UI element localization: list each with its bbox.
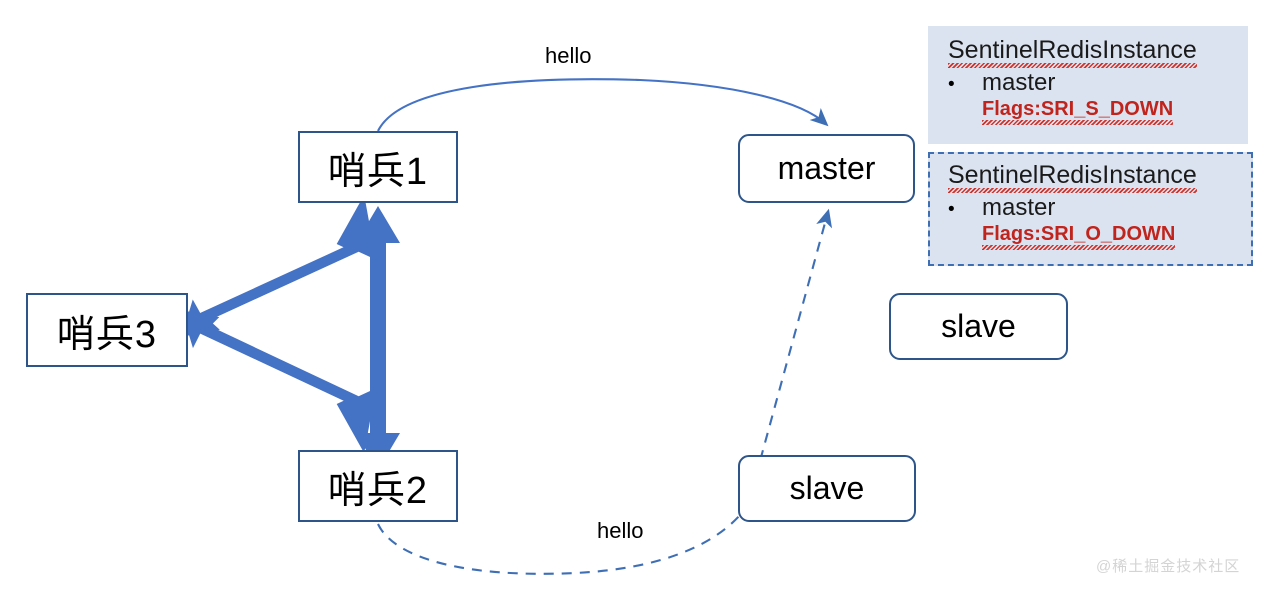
spellcheck-squiggle-icon [948,63,1197,68]
panel-sri-s-down-title: SentinelRedisInstance [930,36,1197,68]
panel-sri-s-down-flags: Flags:SRI_S_DOWN [982,98,1174,125]
bullet-icon: • [948,199,955,220]
panel-sri-o-down-title: SentinelRedisInstance [930,161,1197,193]
watermark: @稀土掘金技术社区 [1096,555,1240,576]
edge-label-hello-bottom: hello [597,518,643,544]
edge-sentinel1-sentinel3 [181,194,376,337]
spellcheck-squiggle-icon [982,120,1174,125]
panel-sri-o-down: SentinelRedisInstance • master Flags:SRI… [928,152,1253,266]
watermark-text: @稀土掘金技术社区 [1096,558,1241,575]
hello-top-text: hello [545,43,592,68]
panel-sri-s-down-item-row: • master [930,69,1246,97]
spellcheck-squiggle-icon [948,188,1197,193]
edge-sentinel1-sentinel2 [356,206,400,470]
node-sentinel2[interactable]: 哨兵2 [298,450,458,522]
node-sentinel3-label: 哨兵3 [56,313,158,356]
panel-sri-o-down-flags-text: Flags:SRI_O_DOWN [982,223,1176,245]
panel-sri-s-down-item: master [982,69,1056,96]
node-slave-bottom[interactable]: slave [738,455,916,522]
panel-sri-s-down: SentinelRedisInstance • master Flags:SRI… [928,26,1248,144]
panel-sri-o-down-item-row: • master [930,194,1251,222]
bullet-icon: • [948,74,955,95]
node-slave-right[interactable]: slave [889,293,1068,360]
panel-sri-o-down-item: master [982,194,1056,221]
panel-sri-s-down-title-text: SentinelRedisInstance [948,36,1197,64]
edge-label-hello-top: hello [545,43,591,69]
panel-sri-o-down-title-text: SentinelRedisInstance [948,161,1197,189]
node-sentinel1[interactable]: 哨兵1 [298,131,458,203]
node-slave-bottom-label: slave [789,470,865,506]
node-sentinel1-label: 哨兵1 [327,150,429,193]
hello-bottom-text: hello [597,518,644,543]
panel-sri-o-down-flags-row: Flags:SRI_O_DOWN [930,223,1251,250]
node-sentinel2-label: 哨兵2 [327,469,429,512]
edge-sentinel3-sentinel2 [181,310,376,454]
edge-sentinel1-master-hello [377,78,829,132]
node-master-label: master [777,150,876,186]
panel-sri-o-down-flags: Flags:SRI_O_DOWN [982,223,1176,250]
node-sentinel3[interactable]: 哨兵3 [26,293,188,367]
panel-sri-s-down-flags-row: Flags:SRI_S_DOWN [930,98,1246,125]
node-slave-right-label: slave [941,308,1016,344]
spellcheck-squiggle-icon [982,245,1176,250]
node-master[interactable]: master [738,134,915,203]
panel-sri-s-down-flags-text: Flags:SRI_S_DOWN [982,98,1174,120]
